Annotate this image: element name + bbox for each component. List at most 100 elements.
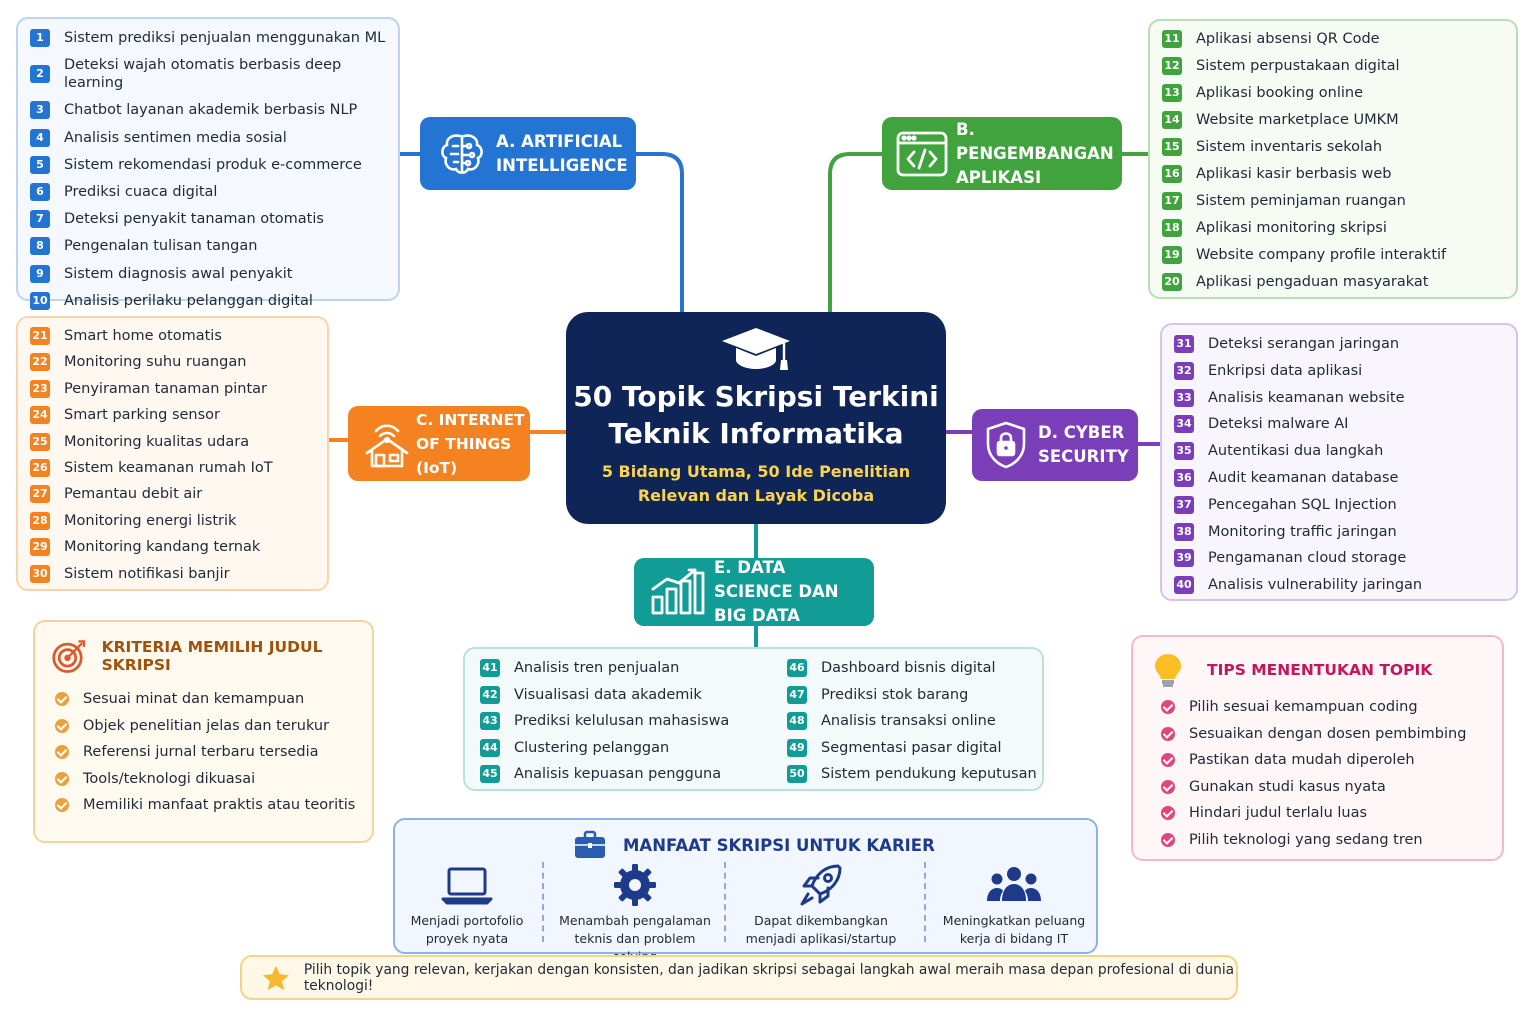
checklist-item: Objek penelitian jelas dan terukur <box>55 713 355 740</box>
topic-number: 12 <box>1162 57 1182 75</box>
checklist-text: Gunakan studi kasus nyata <box>1189 778 1386 795</box>
category-app[interactable]: B. PENGEMBANGAN APLIKASI <box>882 117 1122 190</box>
tips-title: TIPS MENENTUKAN TOPIK <box>1207 661 1433 679</box>
check-icon <box>1161 753 1175 768</box>
gear-icon <box>614 864 656 906</box>
topic-number: 18 <box>1162 219 1182 237</box>
benefit-line: Menjadi portofolio <box>410 913 524 928</box>
checklist-item: Referensi jurnal terbaru tersedia <box>55 739 355 766</box>
topic-number: 26 <box>30 458 50 477</box>
topic-item: 40 Analisis vulnerability jaringan <box>1174 576 1516 595</box>
topic-text: Aplikasi pengaduan masyarakat <box>1196 274 1429 290</box>
topic-text: Aplikasi absensi QR Code <box>1196 31 1380 47</box>
topic-text: Smart parking sensor <box>64 407 221 424</box>
topic-number: 23 <box>30 379 50 398</box>
check-icon <box>55 692 69 707</box>
footer-message: Pilih topik yang relevan, kerjakan denga… <box>303 961 1235 994</box>
checklist-item: Gunakan studi kasus nyata <box>1161 774 1466 801</box>
topic-text: Prediksi cuaca digital <box>64 183 218 200</box>
manfaat-title: MANFAAT SKRIPSI UNTUK KARIER <box>623 835 935 855</box>
checklist-item: Hindari judul terlalu luas <box>1161 800 1466 827</box>
topic-number: 27 <box>30 485 50 504</box>
topic-number: 38 <box>1174 522 1194 541</box>
topic-number: 3 <box>30 101 50 120</box>
shield-lock-icon <box>982 417 1030 473</box>
topic-text: Segmentasi pasar digital <box>821 739 1002 756</box>
topic-number: 31 <box>1174 335 1194 353</box>
topic-text: Sistem rekomendasi produk e-commerce <box>64 156 362 173</box>
topic-text: Website company profile interaktif <box>1196 247 1447 263</box>
checklist-text: Pastikan data mudah diperoleh <box>1189 752 1415 768</box>
ai-topic-list: 1 Sistem prediksi penjualan menggunakan M… <box>16 17 400 310</box>
topic-text: Sistem prediksi penjualan menggunakan ML <box>64 30 386 46</box>
checklist-text: Hindari judul terlalu luas <box>1189 805 1368 821</box>
topic-text: Prediksi kelulusan mahasiswa <box>514 713 730 729</box>
topic-text: Analisis kepuasan pengguna <box>514 766 722 782</box>
benefit-line: kerja di bidang IT <box>959 931 1069 946</box>
topic-number: 1 <box>30 29 50 47</box>
star-icon <box>262 965 289 990</box>
topic-text: Chatbot layanan akademik berbasis NLP <box>64 102 358 119</box>
checklist-text: Sesuai minat dan kemampuan <box>83 691 305 707</box>
topic-number: 9 <box>30 264 50 283</box>
topic-text: Sistem keamanan rumah IoT <box>64 459 273 476</box>
benefit-line: Meningkatkan peluang <box>942 913 1086 928</box>
topic-number: 34 <box>1174 415 1194 434</box>
topic-text: Sistem peminjaman ruangan <box>1196 193 1406 209</box>
topic-number: 43 <box>480 712 500 730</box>
check-icon <box>1161 700 1175 715</box>
topic-number: 46 <box>787 659 807 677</box>
benefit-item: Menambah pengalaman teknis dan problem s… <box>555 862 715 966</box>
check-icon <box>1161 806 1175 821</box>
smart-home-icon <box>362 416 412 472</box>
topic-number: 5 <box>30 155 50 174</box>
topic-number: 11 <box>1162 30 1182 48</box>
topic-number: 16 <box>1162 165 1182 183</box>
benefit-line: proyek nyata <box>425 931 509 946</box>
topic-text: Aplikasi monitoring skripsi <box>1196 220 1387 236</box>
check-icon <box>55 745 69 760</box>
topic-item: 5 Sistem rekomendasi produk e-commerce <box>30 155 398 174</box>
topic-text: Prediksi stok barang <box>821 686 969 703</box>
topic-number: 33 <box>1174 388 1194 407</box>
people-icon <box>987 867 1041 901</box>
topic-number: 45 <box>480 765 500 783</box>
topic-number: 32 <box>1174 361 1194 380</box>
topic-text: Deteksi wajah otomatis berbasis deep lea… <box>64 57 342 92</box>
benefit-item: Meningkatkan peluang kerja di bidang IT <box>934 862 1094 948</box>
checklist-item: Pilih sesuai kemampuan coding <box>1161 694 1466 721</box>
category-cyber[interactable]: D. CYBER SECURITY <box>972 409 1138 481</box>
category-ai[interactable]: A. ARTIFICIAL INTELLIGENCE <box>420 117 636 190</box>
topic-text: Smart home otomatis <box>64 328 222 344</box>
target-icon <box>52 640 86 673</box>
topic-text: Website marketplace UMKM <box>1196 112 1399 128</box>
topic-item: 6 Prediksi cuaca digital <box>30 182 398 201</box>
check-icon <box>1161 832 1175 847</box>
topic-number: 15 <box>1162 138 1182 156</box>
kriteria-title: KRITERIA MEMILIH JUDUL SKRIPSI <box>101 638 323 674</box>
topic-text: Analisis vulnerability jaringan <box>1208 577 1423 594</box>
topic-number: 40 <box>1174 576 1194 595</box>
category-iot[interactable]: C. INTERNET OF THINGS (IoT) <box>348 406 530 481</box>
topic-number: 6 <box>30 182 50 201</box>
category-data[interactable]: E. DATA SCIENCE DAN BIG DATA <box>634 558 874 626</box>
